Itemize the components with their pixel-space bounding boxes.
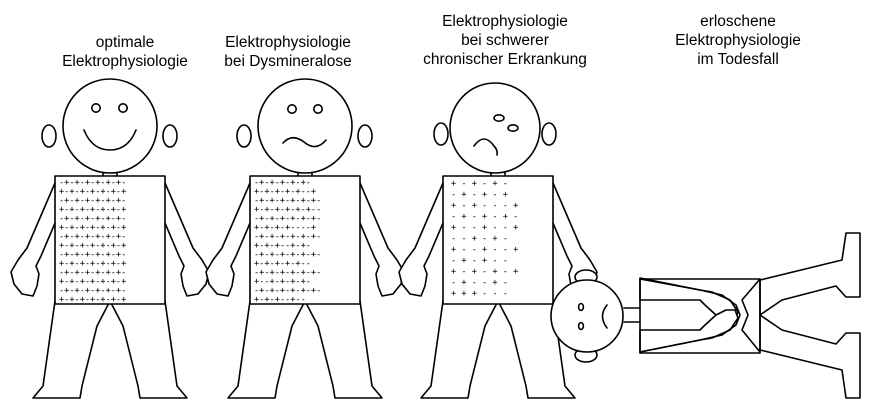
charge-grid-optimal: -+-+-+-+-+-+-+-+-+-+-+-+-+-+-+-+-+-+-+-+… <box>59 178 126 305</box>
eye-icon <box>508 125 518 131</box>
eye-icon <box>92 104 100 112</box>
charge-grid-dysmineralose: -+-+-+-+-+-+-+-+-+-+--+-+-+-+-+-+-+-+-+-… <box>254 178 321 305</box>
head-dysmineralose <box>237 79 372 173</box>
figure-chronic: + - + - + -- + - + - ++ - + - - - +- + -… <box>399 162 597 398</box>
eye-icon <box>579 323 584 330</box>
charge-row: - + - + - + <box>451 190 508 200</box>
eye-icon <box>494 115 504 121</box>
charge-row: +-+-+-+-+-+-+ <box>59 295 126 305</box>
eye-icon <box>288 105 296 113</box>
charge-row: + - + - - - + <box>451 201 518 211</box>
charge-row: + - + - + - + <box>451 267 518 277</box>
eye-icon <box>314 105 322 113</box>
charge-row: + - - + - - + <box>451 223 518 233</box>
figure-death <box>551 233 860 398</box>
charge-row: + - - + - - + <box>451 245 518 255</box>
charge-row: - - + - + - <box>451 234 508 244</box>
eye-icon <box>119 104 127 112</box>
charge-row: + - + - + - <box>451 179 508 189</box>
eye-icon <box>579 304 584 311</box>
charge-row: + + + - - - <box>451 289 508 299</box>
figure-optimal: -+-+-+-+-+-+-+-+-+-+-+-+-+-+-+-+-+-+-+-+… <box>11 162 209 398</box>
charge-row: - + - - + - <box>451 278 508 288</box>
figure-dysmineralose: -+-+-+-+-+-+-+-+-+-+--+-+-+-+-+-+-+-+-+-… <box>206 162 404 398</box>
head-chronic <box>434 83 556 173</box>
charge-row: +-+-+--+-- <box>254 295 306 305</box>
head-optimal <box>42 79 177 173</box>
charge-row: - + - + - + - <box>451 212 518 222</box>
charge-row: - + - + - - <box>451 256 508 266</box>
